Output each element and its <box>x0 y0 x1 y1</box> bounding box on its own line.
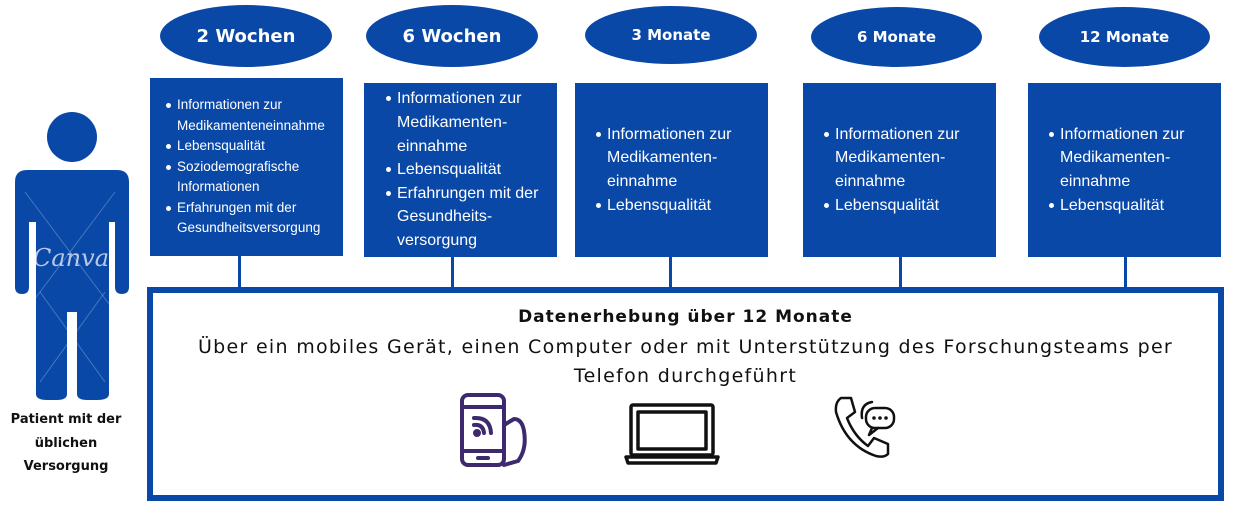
list-item: Informationen zur Medikamenten-einnahme <box>824 123 985 194</box>
timepoint-6-wochen: 6 Wochen <box>366 5 538 67</box>
list-item: Soziodemografische Informationen <box>166 157 343 198</box>
timepoint-12-monate: 12 Monate <box>1039 7 1210 67</box>
list-item: Lebensqualität <box>1049 194 1210 218</box>
list-item: Lebensqualität <box>596 194 757 218</box>
laptop-icon <box>624 403 720 465</box>
timepoint-box-12-monate: Informationen zur Medikamenten-einnahme … <box>1028 83 1221 257</box>
list-item: Informationen zur Medikamenten-einnahme <box>1049 123 1210 194</box>
timepoint-box-6-monate: Informationen zur Medikamenten-einnahme … <box>803 83 996 257</box>
connector-line <box>238 256 241 288</box>
patient-label: Patient mit der üblichen Versorgung <box>10 412 122 474</box>
list-item: Informationen zur Medikamenten-einnahme <box>596 123 757 194</box>
data-collection-title: Datenerhebung über 12 Monate <box>518 307 853 327</box>
list-item: Erfahrungen mit der Gesundheitsversorgun… <box>166 198 343 239</box>
list-item: Informationen zur Medikamenten-einnahme <box>386 87 557 158</box>
connector-line <box>451 256 454 288</box>
timepoint-box-3-monate: Informationen zur Medikamenten-einnahme … <box>575 83 768 257</box>
timepoint-2-wochen: 2 Wochen <box>160 5 332 67</box>
connector-line <box>899 256 902 288</box>
timepoint-3-monate: 3 Monate <box>585 6 757 64</box>
data-collection-text: Über ein mobiles Gerät, einen Computer o… <box>197 336 1174 387</box>
connector-line <box>1124 256 1127 288</box>
smartphone-icon <box>460 393 527 467</box>
list-item: Erfahrungen mit der Gesundheits-versorgu… <box>386 182 557 253</box>
phone-chat-icon <box>834 396 896 458</box>
list-item: Lebensqualität <box>386 158 557 182</box>
timepoint-box-6-wochen: Informationen zur Medikamenten-einnahme … <box>364 83 557 257</box>
data-collection-box: Datenerhebung über 12 Monate Über ein mo… <box>147 287 1224 501</box>
timepoint-box-2-wochen: Informationen zur Medikamenteneinnahme L… <box>150 78 343 256</box>
list-item: Lebensqualität <box>824 194 985 218</box>
connector-line <box>669 256 672 288</box>
list-item: Informationen zur Medikamenteneinnahme <box>166 95 343 136</box>
timepoint-6-monate: 6 Monate <box>811 7 982 67</box>
patient-figure: Canva <box>15 112 129 400</box>
canva-watermark: Canva <box>33 244 109 272</box>
list-item: Lebensqualität <box>166 136 343 157</box>
